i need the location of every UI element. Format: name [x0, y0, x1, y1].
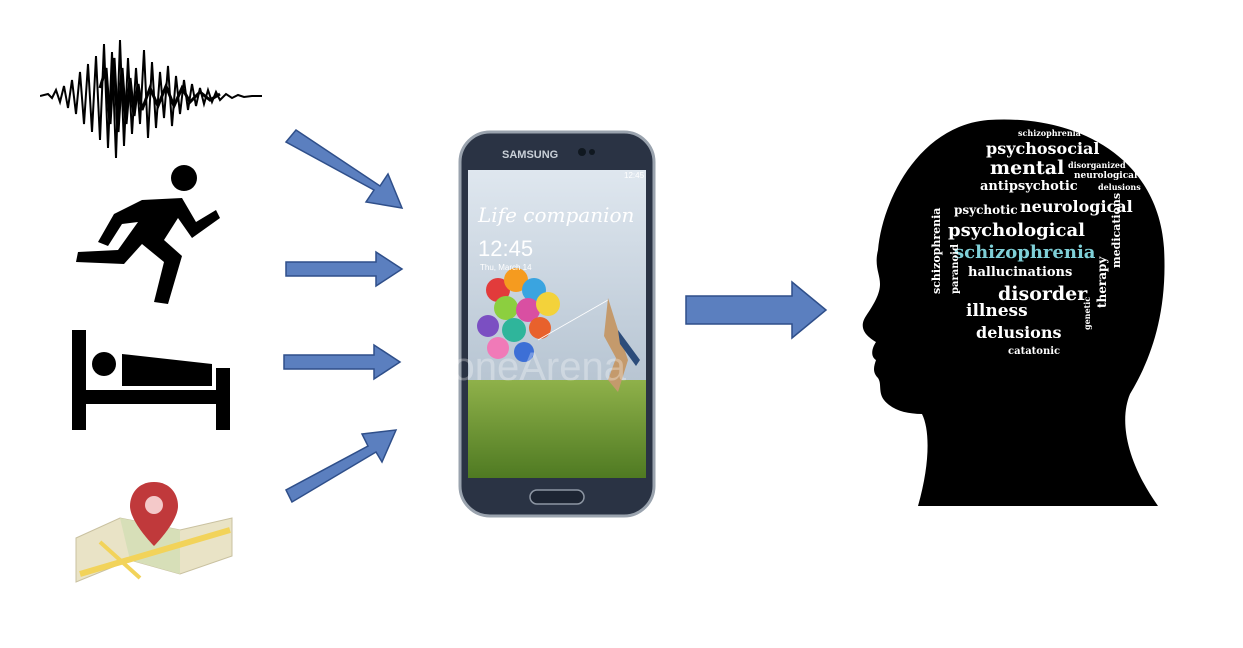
head-silhouette: schizophrenia psychosocial mental disorg…	[858, 118, 1168, 508]
home-button[interactable]	[529, 489, 585, 505]
word-16: schizophrenia	[930, 208, 943, 294]
word-highlight: schizophrenia	[954, 242, 1096, 263]
word-11: hallucinations	[968, 265, 1072, 280]
word-2: psychosocial	[986, 139, 1099, 158]
app-title: Life companion	[477, 203, 634, 227]
word-13: illness	[966, 301, 1028, 321]
word-18: therapy	[1095, 256, 1109, 308]
word-5: neurological	[1074, 171, 1138, 181]
word-20: genetic	[1082, 297, 1092, 330]
watermark: phoneArena	[458, 345, 627, 389]
running-person-icon	[72, 164, 222, 304]
lock-date: Thu, March 14	[480, 263, 532, 272]
arrow-activity-to-phone	[284, 250, 406, 288]
word-7: delusions	[1098, 182, 1141, 192]
word-4: disorganized	[1068, 160, 1126, 170]
arrow-sleep-to-phone	[282, 343, 404, 381]
lock-clock: 12:45	[478, 236, 533, 261]
bed-icon	[72, 330, 230, 432]
word-10: psychological	[948, 220, 1085, 241]
map-pin-icon	[70, 478, 238, 586]
word-15: catatonic	[1008, 346, 1060, 357]
arrow-location-to-phone	[284, 424, 404, 508]
word-12: disorder	[998, 283, 1088, 305]
word-1: schizophrenia	[1018, 128, 1081, 138]
phone-brand: SAMSUNG	[502, 149, 558, 161]
word-6: antipsychotic	[980, 179, 1078, 194]
word-17: paranoid	[950, 244, 961, 294]
arrow-sound-to-phone	[280, 120, 410, 220]
smartphone: SAMSUNG 12:45 Life companion 12:45 Thu, …	[458, 130, 656, 518]
status-time: 12:45	[624, 171, 645, 180]
arrow-phone-to-head	[684, 280, 830, 340]
word-9: neurological	[1020, 197, 1133, 216]
word-19: medications	[1110, 193, 1123, 268]
sound-wave-icon	[40, 28, 262, 168]
word-8: psychotic	[954, 203, 1018, 217]
word-14: delusions	[976, 323, 1061, 342]
word-3: mental	[990, 157, 1064, 179]
